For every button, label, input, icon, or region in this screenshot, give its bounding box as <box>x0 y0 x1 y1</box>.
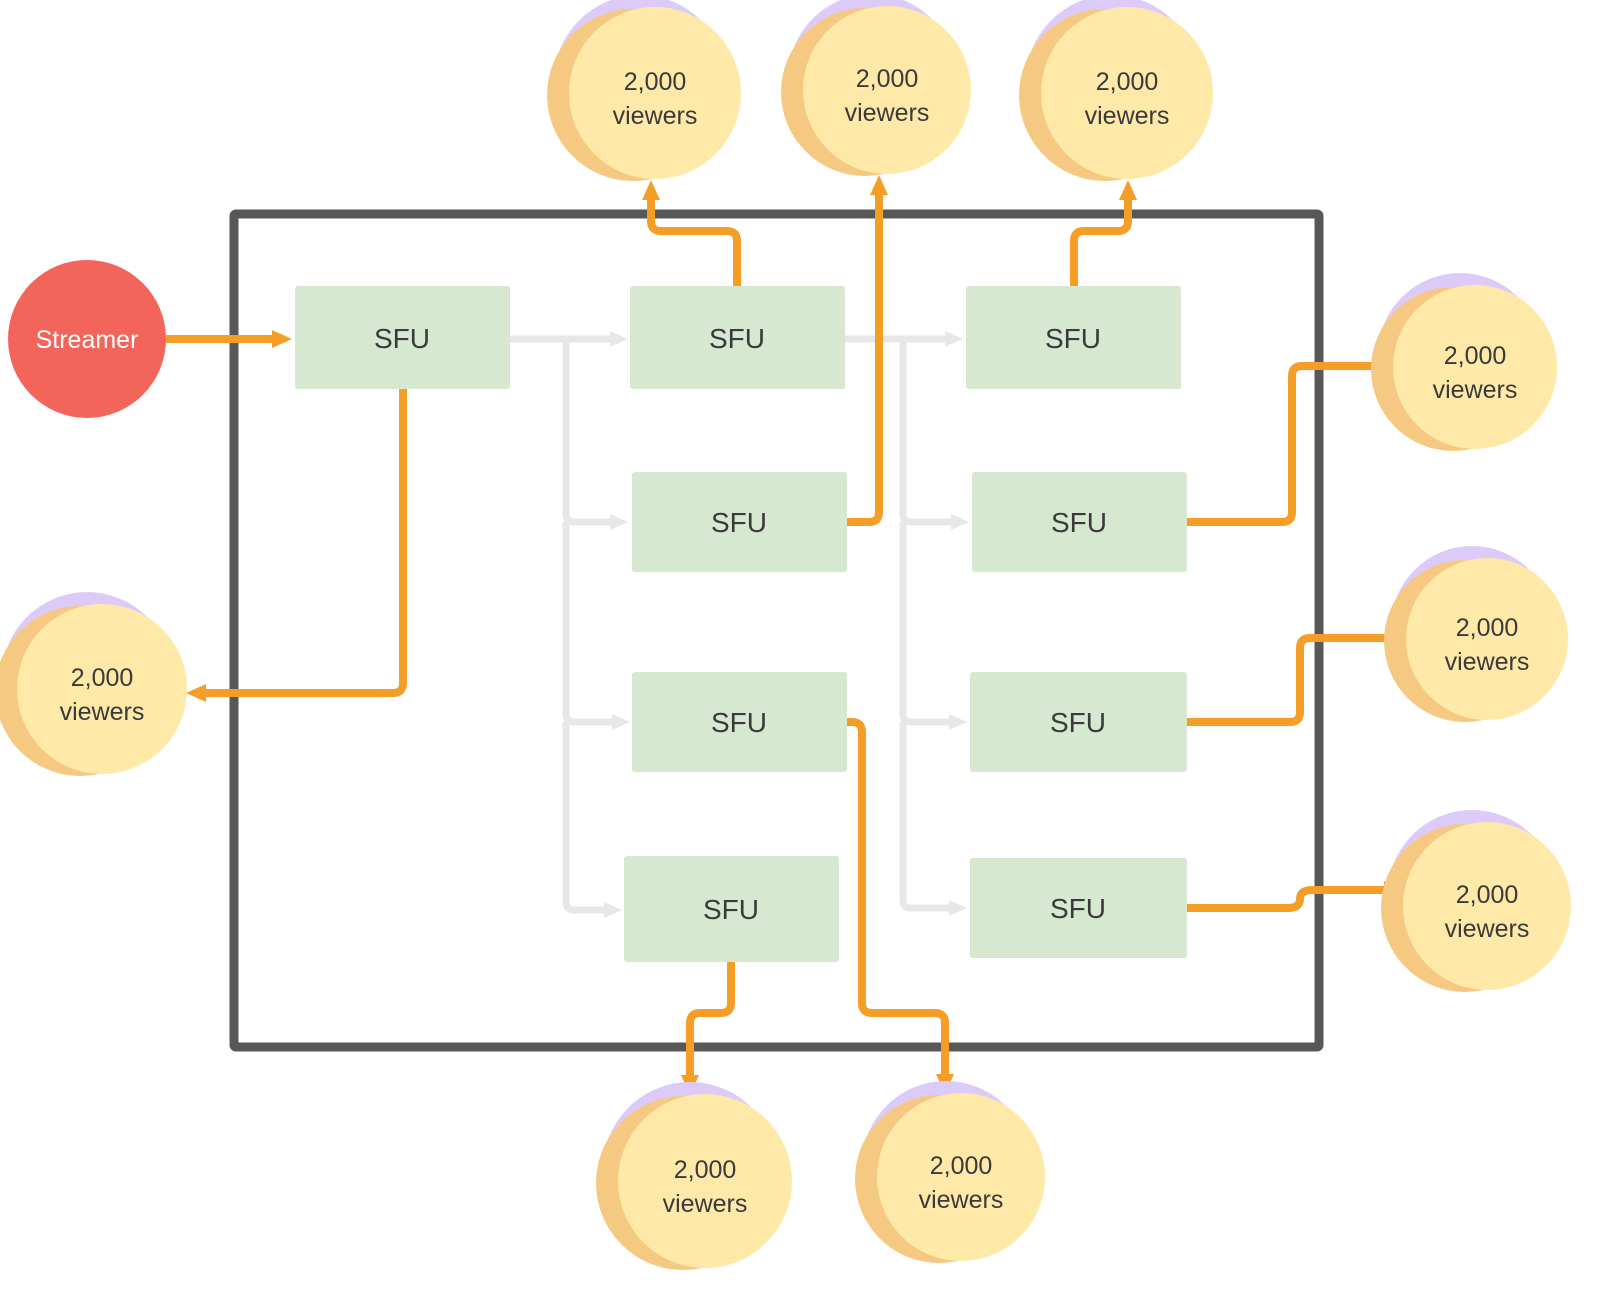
viewer-circle <box>877 1093 1045 1261</box>
sfu-label: SFU <box>1045 323 1101 354</box>
sfu-box <box>966 286 1181 389</box>
viewer-label: viewers <box>1445 915 1530 943</box>
edge-sfu1-to-sfu4 <box>562 522 630 730</box>
sfu-label: SFU <box>374 323 430 354</box>
viewer-circle <box>803 6 971 174</box>
viewers-node-top-3: 2,000 viewers <box>1019 0 1213 181</box>
edge-sfu4-to-viewers-bottom-2 <box>847 718 954 1094</box>
viewer-count: 2,000 <box>674 1156 737 1184</box>
viewer-count: 2,000 <box>856 65 919 93</box>
sfu-label: SFU <box>711 507 767 538</box>
viewer-circle <box>1406 558 1568 720</box>
streamer-circle <box>8 260 166 418</box>
sfu-node-4: SFU <box>632 672 847 772</box>
edge-sfu2-to-sfu9 <box>899 722 967 916</box>
sfu-label: SFU <box>709 323 765 354</box>
edge-sfu2-to-sfu8 <box>899 522 967 730</box>
edge-sfu5-to-viewers-bottom-1 <box>681 962 735 1095</box>
viewers-node-bottom-1: 2,000 viewers <box>596 1082 792 1270</box>
streamer-label: Streamer <box>36 326 139 354</box>
sfu-box <box>630 286 845 389</box>
sfu-box <box>972 472 1187 572</box>
edge-sfu1-to-sfu3 <box>562 339 628 530</box>
edge-sfu2-to-viewers-top-1 <box>642 180 741 286</box>
sfu-label: SFU <box>1050 893 1106 924</box>
sfu-cluster-frame <box>229 209 1324 1052</box>
sfu-node-6: SFU <box>966 286 1181 389</box>
edge-sfu7-to-viewers-right-1 <box>1187 357 1393 526</box>
viewer-circle <box>569 7 741 179</box>
sfu-box <box>632 472 847 572</box>
viewers-node-left: 2,000 viewers <box>0 592 187 776</box>
viewer-count: 2,000 <box>1444 342 1507 370</box>
sfu-label: SFU <box>1051 507 1107 538</box>
viewer-label: viewers <box>1433 376 1518 404</box>
streamer-node: Streamer <box>8 260 166 418</box>
sfu-box <box>295 286 510 389</box>
viewers-node-right-1: 2,000 viewers <box>1371 273 1557 451</box>
viewer-count: 2,000 <box>624 68 687 96</box>
sfu-label: SFU <box>703 894 759 925</box>
sfu-node-2: SFU <box>630 286 845 389</box>
viewer-count: 2,000 <box>71 664 134 692</box>
sfu-box <box>632 672 847 772</box>
viewers-node-right-3: 2,000 viewers <box>1381 810 1571 992</box>
viewer-count: 2,000 <box>1456 614 1519 642</box>
edge-sfu2-to-sfu7 <box>899 339 969 530</box>
viewers-node-top-1: 2,000 viewers <box>547 0 741 181</box>
edge-sfu1-to-sfu5 <box>562 722 622 918</box>
edge-sfu9-to-viewers-right-3 <box>1187 881 1404 912</box>
viewer-circle <box>17 604 187 774</box>
sfu-node-1: SFU <box>295 286 510 389</box>
sfu-node-5: SFU <box>624 856 839 962</box>
viewers-node-top-2: 2,000 viewers <box>781 0 971 176</box>
sfu-node-3: SFU <box>632 472 847 572</box>
sfu-box <box>970 858 1187 958</box>
sfu-node-9: SFU <box>970 858 1187 958</box>
viewer-label: viewers <box>663 1190 748 1218</box>
sfu-label: SFU <box>711 707 767 738</box>
sfu-node-7: SFU <box>972 472 1187 572</box>
viewer-label: viewers <box>60 698 145 726</box>
viewer-circle <box>1041 7 1213 179</box>
viewer-count: 2,000 <box>930 1152 993 1180</box>
viewers-node-right-2: 2,000 viewers <box>1384 546 1568 722</box>
sfu-box <box>624 856 839 962</box>
sfu-box <box>970 672 1187 772</box>
edge-sfu8-to-viewers-right-2 <box>1187 629 1406 726</box>
edge-sfu1-to-viewers-left <box>186 389 407 702</box>
viewer-label: viewers <box>919 1186 1004 1214</box>
viewer-label: viewers <box>1085 102 1170 130</box>
edge-sfu3-to-viewers-top-2 <box>847 175 888 526</box>
fanout-edges <box>508 331 969 918</box>
stream-edges <box>166 175 1406 1095</box>
viewer-label: viewers <box>1445 648 1530 676</box>
sfu-label: SFU <box>1050 707 1106 738</box>
viewer-circle <box>618 1094 792 1268</box>
viewer-circle <box>1393 285 1557 449</box>
viewers-node-bottom-2: 2,000 viewers <box>855 1081 1045 1263</box>
viewer-count: 2,000 <box>1456 881 1519 909</box>
viewer-circle <box>1403 822 1571 990</box>
sfu-node-8: SFU <box>970 672 1187 772</box>
viewer-count: 2,000 <box>1096 68 1159 96</box>
viewer-label: viewers <box>845 99 930 127</box>
viewer-label: viewers <box>613 102 698 130</box>
edge-sfu6-to-viewers-top-3 <box>1070 180 1137 286</box>
